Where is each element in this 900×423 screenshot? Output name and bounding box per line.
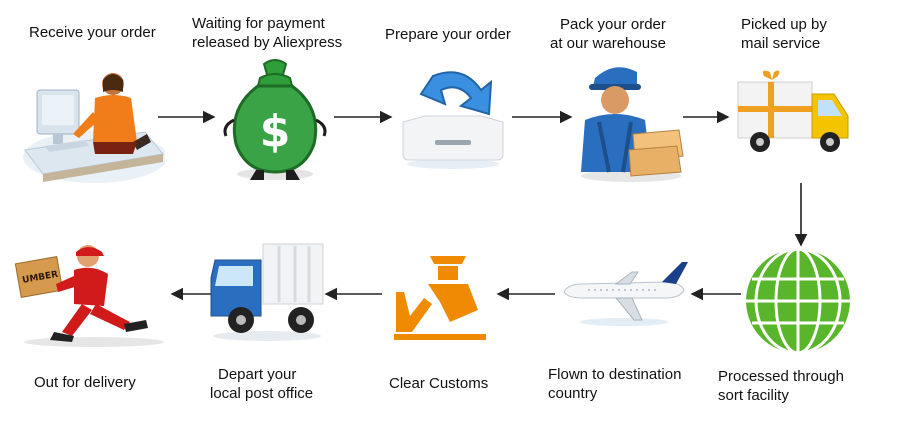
step-clear-customs-label: Clear Customs — [389, 375, 489, 392]
customs-officer-icon — [394, 256, 486, 340]
step-flown-label-line2: country — [548, 385, 598, 402]
step-pack-order-label-line1: Pack your order — [560, 16, 666, 33]
airplane-icon — [563, 262, 688, 326]
step-pack-order-label-line2: at our warehouse — [550, 35, 666, 52]
step-out-for-delivery-label: Out for delivery — [34, 374, 136, 391]
svg-text:$: $ — [260, 106, 291, 157]
step-prepare-order-label: Prepare your order — [385, 26, 511, 43]
step-depart-post-office-label-line2: local post office — [210, 385, 314, 402]
step-picked-up-label-line1: Picked up by — [741, 16, 827, 33]
packer-with-boxes-icon — [581, 67, 684, 182]
step-picked-up-label-line2: mail service — [741, 35, 821, 52]
step-sort-facility-label-line2: sort facility — [718, 387, 789, 404]
blue-truck-icon — [210, 243, 324, 341]
running-courier-icon: UMBER — [14, 245, 164, 347]
step-waiting-payment-label-line2: released by Aliexpress — [192, 34, 343, 51]
money-bag-icon: $ — [223, 59, 327, 180]
step-sort-facility-label-line1: Processed through — [718, 368, 844, 385]
delivery-truck-with-gift-icon — [737, 70, 849, 152]
step-receive-order-label: Receive your order — [29, 24, 156, 41]
green-globe-icon — [746, 247, 850, 355]
step-flown-label-line1: Flown to destination — [548, 366, 682, 383]
download-tray-icon — [402, 71, 504, 169]
person-at-computer-icon — [23, 73, 165, 183]
step-depart-post-office-label-line1: Depart your — [218, 366, 297, 383]
step-waiting-payment-label-line1: Waiting for payment — [192, 15, 325, 32]
